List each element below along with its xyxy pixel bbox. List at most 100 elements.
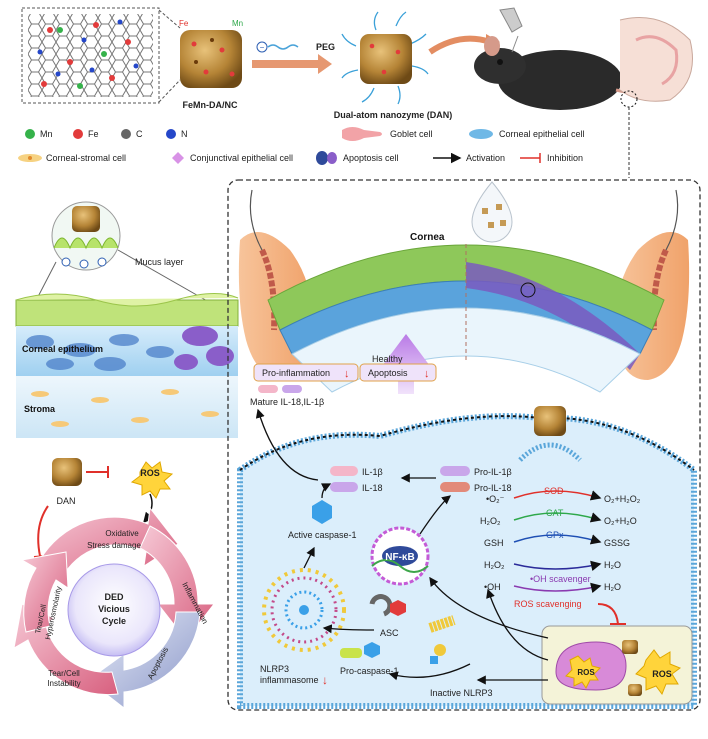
nfkb-nucleus (370, 526, 430, 586)
peg-arrow: − (252, 41, 332, 74)
seg-oxidative-line1: Oxidative (105, 529, 139, 538)
ros-label-large: ROS (652, 669, 672, 679)
mouse-illustration (474, 7, 678, 110)
ros-burst-icon (130, 461, 174, 499)
down-arrow: ↓ (424, 368, 430, 380)
active-caspase-icon (312, 500, 332, 524)
ros-to-nfkb-arrow (486, 588, 549, 661)
nanozyme-icon (628, 684, 642, 696)
apoptosis-label: Apoptosis (368, 368, 408, 378)
dan-small-icon (52, 458, 82, 486)
il1b-icon (330, 466, 358, 476)
asc-label: ASC (380, 628, 399, 638)
cornea-zoom-circle (520, 282, 536, 298)
caspase-arrow (320, 483, 332, 499)
asc-icon (369, 594, 393, 617)
seg-oxidative-line2: Stress damage (87, 541, 141, 550)
reaction-right: O₂+H₂O (604, 516, 637, 526)
ros-burst-icon (565, 655, 601, 689)
reaction-right: H₂O (604, 582, 621, 592)
asc-to-inflammasome-arrow (322, 624, 375, 634)
enzyme-label: GPx (546, 530, 564, 540)
il18-icon (330, 482, 358, 492)
apoptosis-box (359, 363, 437, 382)
ded-vicious-cycle (13, 506, 216, 710)
epithelium-label: Corneal epithelium (22, 344, 103, 354)
pro-inflammation-label: Pro-inflammation (262, 368, 330, 378)
graphene-lattice-panel (21, 7, 160, 104)
svg-text:Goblet cell: Goblet cell (390, 129, 433, 139)
cycle-center-line2: Vicious (98, 604, 130, 614)
svg-text:N: N (181, 129, 188, 139)
inflammasome-arrow (303, 546, 315, 569)
fe-atom-label: Fe (179, 19, 189, 28)
nfkb-label: NF-κB (385, 552, 414, 563)
mucus-label: Mucus layer (135, 257, 184, 267)
svg-text:Conjunctival epithelial cell: Conjunctival epithelial cell (190, 153, 293, 163)
asc-partner-icon (390, 600, 406, 616)
healthy-label: Healthy (372, 354, 403, 364)
eye-closeup (635, 35, 679, 86)
il1b-label: IL-1β (362, 467, 383, 477)
seg-instability-line2: Instability (47, 679, 80, 688)
ros-to-cycle-arrow (143, 493, 154, 524)
svg-text:Corneal-stromal cell: Corneal-stromal cell (46, 153, 126, 163)
cornea-label: Cornea (410, 232, 445, 243)
inactive-nlrp3-icon (428, 615, 456, 664)
nlrp3-inflammasome-icon (262, 568, 346, 652)
inactive-nlrp3-label: Inactive NLRP3 (430, 688, 493, 698)
ros-label: ROS (140, 468, 160, 478)
reaction-left: GSH (484, 538, 504, 548)
mn-atom-label: Mn (232, 19, 243, 28)
reaction-left: •O₂⁻ (486, 494, 505, 504)
nlrp3-label-line1: NLRP3 (260, 664, 289, 674)
cycle-center-line3: Cycle (102, 616, 126, 626)
pro-caspase-icon (340, 648, 362, 658)
pro-caspase-label: Pro-caspase-1 (340, 666, 399, 676)
nfkb-to-pro-arrow (419, 495, 452, 535)
ros-scavenging-label: ROS scavenging (514, 599, 582, 609)
active-caspase-label: Active caspase-1 (288, 530, 357, 540)
legend: Mn Fe C N Goblet cell Corneal epithelial… (18, 127, 585, 165)
inhibit-cycle (37, 505, 49, 557)
ros-label-small: ROS (577, 668, 595, 677)
cycle-center-line1: DED (104, 592, 124, 602)
down-arrow: ↓ (344, 368, 350, 380)
reaction-right: O₂+H₂O₂ (604, 494, 641, 504)
nlrp3-label-line2: inflammasome (260, 675, 319, 685)
dan-small-label: DAN (56, 496, 75, 506)
svg-text:Apoptosis cell: Apoptosis cell (343, 153, 399, 163)
ros-reactions: •O₂⁻ SOD O₂+H₂O₂ H₂O₂ CAT O₂+H₂O GSH GPx… (480, 486, 641, 594)
stroma-label: Stroma (24, 404, 56, 414)
tissue-block (15, 292, 239, 438)
endocytosis-pit (518, 442, 582, 462)
eye-closeup (619, 17, 693, 102)
mucus-zoom (51, 201, 121, 271)
reaction-right: GSSG (604, 538, 630, 548)
svg-text:Inhibition: Inhibition (547, 153, 583, 163)
nanozyme-icon (622, 640, 638, 654)
drop-nanozymes (482, 204, 506, 228)
femn-label: FeMn-DA/NC (183, 100, 238, 110)
down-arrow: ↓ (322, 673, 328, 687)
svg-text:Mn: Mn (40, 129, 53, 139)
reaction-left: •OH (484, 582, 501, 592)
dan-particle (341, 11, 429, 105)
cytokine-icon (282, 385, 302, 393)
ros-burst-icon (635, 649, 682, 696)
secretion-arrow (255, 408, 319, 481)
svg-text:−: − (260, 43, 265, 52)
dan-label: Dual-atom nanozyme (DAN) (334, 110, 453, 120)
reaction-left: H₂O₂ (484, 560, 505, 570)
pro-il18-icon (440, 482, 470, 492)
enzyme-label: CAT (546, 508, 564, 518)
reaction-left: H₂O₂ (480, 516, 501, 526)
zoom-line (158, 79, 181, 103)
il18-label: IL-18 (362, 483, 383, 493)
seg-instability-line1: Tear/Cell (48, 669, 80, 678)
inactive-to-casp-arrow (388, 663, 471, 681)
svg-text:Fe: Fe (88, 129, 99, 139)
pro-caspase-head (364, 642, 380, 658)
zoom-line (158, 9, 181, 29)
